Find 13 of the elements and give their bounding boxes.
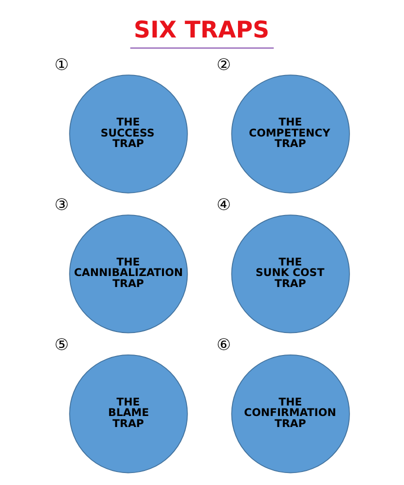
node-circle: THE CANNIBALIZATION TRAP xyxy=(69,214,188,334)
node-label: ② xyxy=(216,55,231,74)
node-label: ⑥ xyxy=(216,335,231,354)
node-circle: THE CONFIRMATION TRAP xyxy=(231,354,350,474)
node-circle: THE COMPETENCY TRAP xyxy=(231,74,350,194)
node-label: ① xyxy=(54,55,69,74)
node-label: ⑤ xyxy=(54,335,69,354)
node-label: ③ xyxy=(54,195,69,214)
node-label: ④ xyxy=(216,195,231,214)
node-circle: THE SUCCESS TRAP xyxy=(69,74,188,194)
node-circle: THE SUNK COST TRAP xyxy=(231,214,350,334)
diagram-title: SIX TRAPS xyxy=(134,17,270,44)
node-circle: THE BLAME TRAP xyxy=(69,354,188,474)
